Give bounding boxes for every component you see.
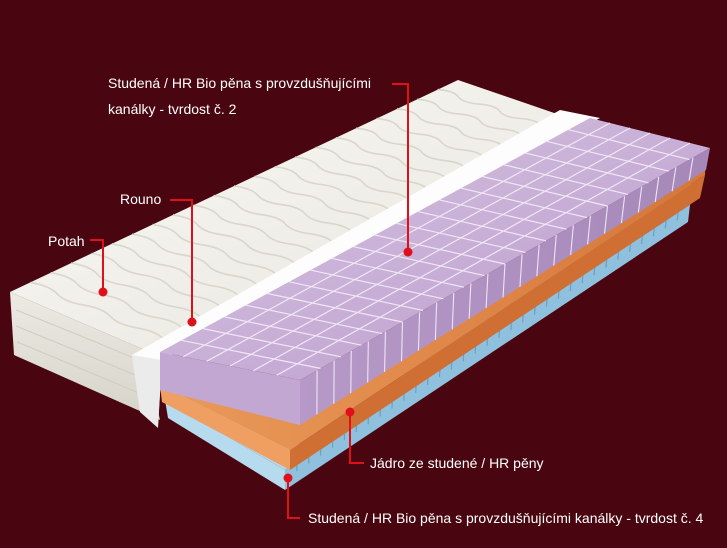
foam-cut [350,350,352,394]
air-channel-notch [629,243,632,252]
foam-cut [485,273,489,309]
quilt-wave [254,175,373,223]
air-channel-notch [510,321,512,331]
fleece-label: Rouno [120,191,162,207]
quilt-wave [396,108,505,148]
air-channel-notch [640,236,643,245]
quilt-wave [376,117,486,159]
foam-channel [206,127,631,362]
foam-cut [434,302,438,341]
quilt-wave [193,204,316,255]
leader-fleece [170,199,193,322]
quilt-wave [213,194,335,244]
foam-cut [688,157,694,181]
foam-cut [553,234,557,266]
foam-cut [502,263,506,298]
foam-cut [603,205,609,234]
air-channel-notch [533,306,536,315]
air-channel-notch [545,298,548,307]
quilt-wave [111,243,240,298]
air-channel-notch [593,267,596,276]
quilt-wave [152,223,278,276]
foam-cut [587,215,591,245]
leader-cover [90,239,104,292]
leader-core [349,412,364,464]
foam-cut [468,283,472,319]
cover-label: Potah [48,233,85,249]
air-channel-notch [522,314,524,323]
quilt-wave [417,98,523,137]
bottom-layer-label: Studená / HR Bio pěna s provzdušňujícími… [308,510,704,526]
foam-cut [637,186,643,213]
foam-cut [384,331,386,372]
foam-cut [570,225,574,256]
foam-cut [417,312,421,351]
air-channel-notch [652,228,655,237]
quilt-wave [437,88,542,127]
quilted-cover [10,80,560,420]
air-channel-notch [605,259,608,268]
foam-channel [229,132,651,367]
quilt-wave [172,214,297,266]
foam-cut [367,341,369,383]
top-foam-layer [160,118,710,425]
quilt-wave [132,233,259,287]
quilt-wave [356,127,467,169]
quilt-wave [70,262,203,319]
air-channel-notch [664,220,667,229]
leader-top-layer [392,83,409,252]
foam-cut [519,254,523,287]
air-channel-notch [581,275,584,284]
core-foam-layer [160,152,706,470]
quilt-wave [274,165,391,212]
foam-channel [253,137,671,372]
core-label: Jádro ze studené / HR pěny [370,455,544,471]
air-channel-notch [676,212,679,221]
foam-cut [536,244,540,277]
foam-cut [620,196,626,224]
foam-cut [451,292,455,330]
foam-channel [276,142,691,376]
quilt-wave [335,137,448,180]
air-channel-notch [617,251,620,260]
quilt-wave [30,281,165,340]
top-layer-label-line1: Studená / HR Bio pěna s provzdušňujícími [108,75,372,91]
leader-lines [90,83,409,519]
leader-dots [98,247,413,483]
foam-cut [400,321,404,362]
foam-cut [671,167,677,192]
quilt-wave [50,271,184,330]
quilt-wave [91,252,222,308]
foam-channel [183,122,611,358]
air-channel-notch [557,290,560,299]
air-channel-notch [569,282,572,292]
leader-bottom [287,478,300,519]
quilt-wave [295,156,410,202]
top-layer-label-line2: kanálky - tvrdost č. 2 [108,101,237,117]
quilt-wave [233,185,354,234]
foam-cut [654,176,660,202]
